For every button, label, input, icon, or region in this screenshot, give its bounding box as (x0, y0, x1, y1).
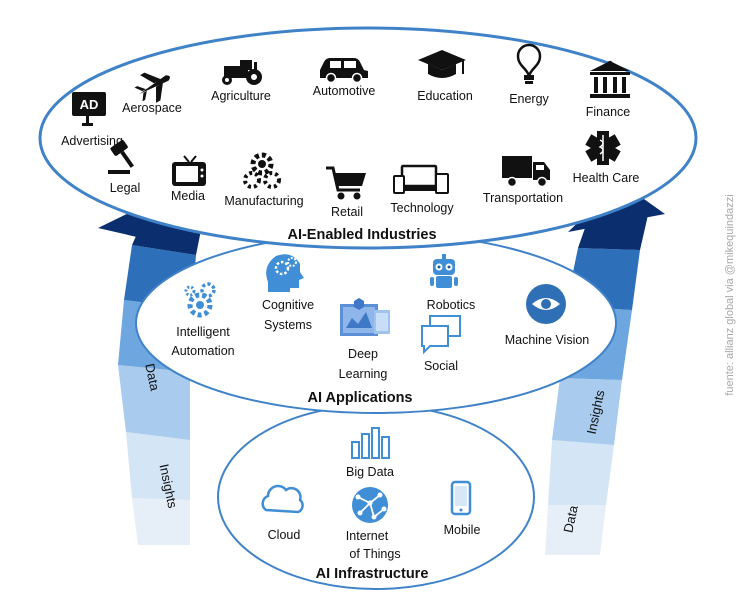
gear-cluster-icon (184, 282, 216, 318)
smartphone-icon (450, 480, 472, 516)
industry-label: Advertising (61, 134, 123, 148)
deep-learning-icon (340, 298, 390, 336)
application-social: Social (421, 315, 461, 373)
application-machine-vision: Machine Vision (505, 284, 590, 347)
industry-label: Energy (509, 92, 549, 106)
application-label-line1: Intelligent (176, 325, 230, 339)
industry-aerospace: Aerospace (122, 72, 182, 115)
application-label-line1: Deep (348, 347, 378, 361)
industry-media: Media (171, 155, 206, 203)
application-label-line1: Social (424, 359, 458, 373)
gavel-icon (108, 140, 134, 174)
industry-label: Agriculture (211, 89, 271, 103)
ad-badge: AD (80, 97, 99, 112)
industries-title: AI-Enabled Industries (287, 227, 436, 243)
industry-retail: Retail (326, 166, 366, 219)
industry-label: Aerospace (122, 101, 182, 115)
application-label-line1: Robotics (427, 298, 476, 312)
infrastructure-title: AI Infrastructure (316, 566, 429, 582)
graduation-cap-icon (418, 50, 466, 78)
source-credit-text: fuente: allianz global via @mikequindazz… (724, 194, 736, 395)
eye-icon (526, 284, 566, 324)
industry-agriculture: Agriculture (211, 60, 271, 103)
industry-label: Technology (390, 201, 454, 215)
left-flow-upper-label: Data (142, 362, 163, 393)
application-label-line2: Systems (264, 318, 312, 332)
industry-label: Health Care (573, 171, 640, 185)
application-label-line1: Machine Vision (505, 333, 590, 347)
industry-label: Finance (586, 105, 631, 119)
application-cognitive-systems: Cognitive Systems (262, 254, 314, 332)
infrastructure-mobile: Mobile (444, 480, 481, 537)
infrastructure-big-data: Big Data (346, 427, 394, 479)
bar-chart-icon (351, 427, 390, 459)
application-label-line1: Cognitive (262, 298, 314, 312)
industry-energy: Energy (509, 43, 550, 106)
application-intelligent-automation: Intelligent Automation (171, 282, 235, 358)
industry-automotive: Automotive (313, 58, 376, 98)
car-icon (320, 58, 368, 84)
application-label-line2: Learning (339, 367, 388, 381)
chat-bubbles-icon (421, 315, 461, 355)
airplane-icon (134, 72, 170, 103)
gears-icon (243, 152, 281, 189)
industry-education: Education (417, 50, 473, 103)
application-label-line2: Automation (171, 344, 234, 358)
industry-label: Retail (331, 205, 363, 219)
tractor-icon (222, 60, 262, 85)
industry-label: Automotive (313, 84, 376, 98)
lightbulb-icon (516, 43, 542, 84)
infrastructure-iot: Internet of Things (346, 487, 401, 561)
right-flow-lower-label: Data (560, 503, 581, 534)
application-deep-learning: Deep Learning (339, 298, 390, 381)
industry-label: Transportation (483, 191, 563, 205)
medical-star-icon (585, 131, 621, 165)
industry-healthcare: Health Care (573, 131, 640, 185)
devices-icon (393, 164, 449, 194)
industry-advertising: AD Advertising (61, 92, 123, 148)
head-gears-icon (266, 254, 304, 292)
applications-title: AI Applications (308, 390, 413, 406)
industry-label: Manufacturing (224, 194, 303, 208)
dollar-badge: $ (607, 60, 613, 71)
ad-billboard-icon: AD (72, 92, 106, 126)
shopping-cart-icon (326, 166, 366, 200)
industry-label: Media (171, 189, 205, 203)
industry-legal: Legal (108, 140, 141, 195)
industry-finance: $ Finance (586, 60, 631, 119)
truck-icon (502, 156, 550, 188)
source-credit: fuente: allianz global via @mikequindazz… (724, 194, 736, 395)
infrastructure-label-line1: Cloud (268, 528, 301, 542)
globe-network-icon (352, 487, 388, 523)
cloud-icon (261, 484, 304, 514)
industry-technology: Technology (390, 164, 454, 215)
bank-icon: $ (590, 60, 630, 98)
application-robotics: Robotics (427, 254, 476, 312)
industry-label: Legal (110, 181, 141, 195)
industry-label: Education (417, 89, 473, 103)
infrastructure-cloud: Cloud (261, 484, 304, 542)
industry-manufacturing: Manufacturing (224, 152, 304, 208)
robot-icon (430, 254, 458, 288)
infrastructure-label-line1: Mobile (444, 523, 481, 537)
infrastructure-label-line1: Big Data (346, 465, 394, 479)
infrastructure-label-line1: Internet (346, 529, 389, 543)
industry-transportation: Transportation (483, 156, 563, 205)
infrastructure-label-line2: of Things (349, 547, 400, 561)
tv-icon (172, 155, 206, 186)
